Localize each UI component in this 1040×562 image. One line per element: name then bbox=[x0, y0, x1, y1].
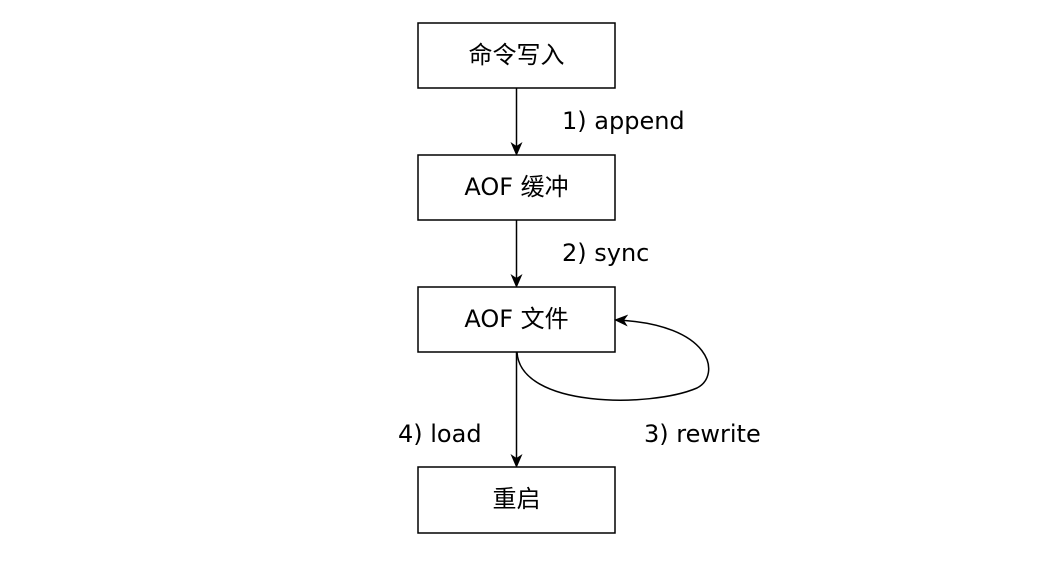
edge-sync-label: 2) sync bbox=[562, 239, 649, 267]
node-restart-label: 重启 bbox=[493, 485, 541, 513]
edge-rewrite-arrow bbox=[516, 314, 710, 401]
edge-append: 1) append bbox=[510, 88, 685, 156]
edge-load-label: 4) load bbox=[398, 420, 482, 448]
edge-rewrite: 3) rewrite bbox=[516, 314, 761, 448]
node-aof-file-label: AOF 文件 bbox=[464, 305, 568, 333]
node-aof-file-box bbox=[417, 286, 616, 353]
edge-rewrite-label: 3) rewrite bbox=[644, 420, 761, 448]
node-aof-buffer: AOF 缓冲 bbox=[417, 154, 616, 221]
node-command-write-label: 命令写入 bbox=[469, 41, 565, 69]
node-aof-file: AOF 文件 bbox=[417, 286, 616, 353]
node-aof-buffer-box bbox=[417, 154, 616, 221]
node-command-write: 命令写入 bbox=[417, 22, 616, 89]
node-restart: 重启 bbox=[417, 466, 616, 534]
edge-sync: 2) sync bbox=[510, 220, 649, 288]
node-aof-buffer-label: AOF 缓冲 bbox=[464, 173, 568, 201]
edge-append-label: 1) append bbox=[562, 107, 685, 135]
edge-load: 4) load bbox=[398, 352, 523, 468]
node-command-write-box bbox=[417, 22, 616, 89]
node-restart-box bbox=[417, 466, 616, 534]
